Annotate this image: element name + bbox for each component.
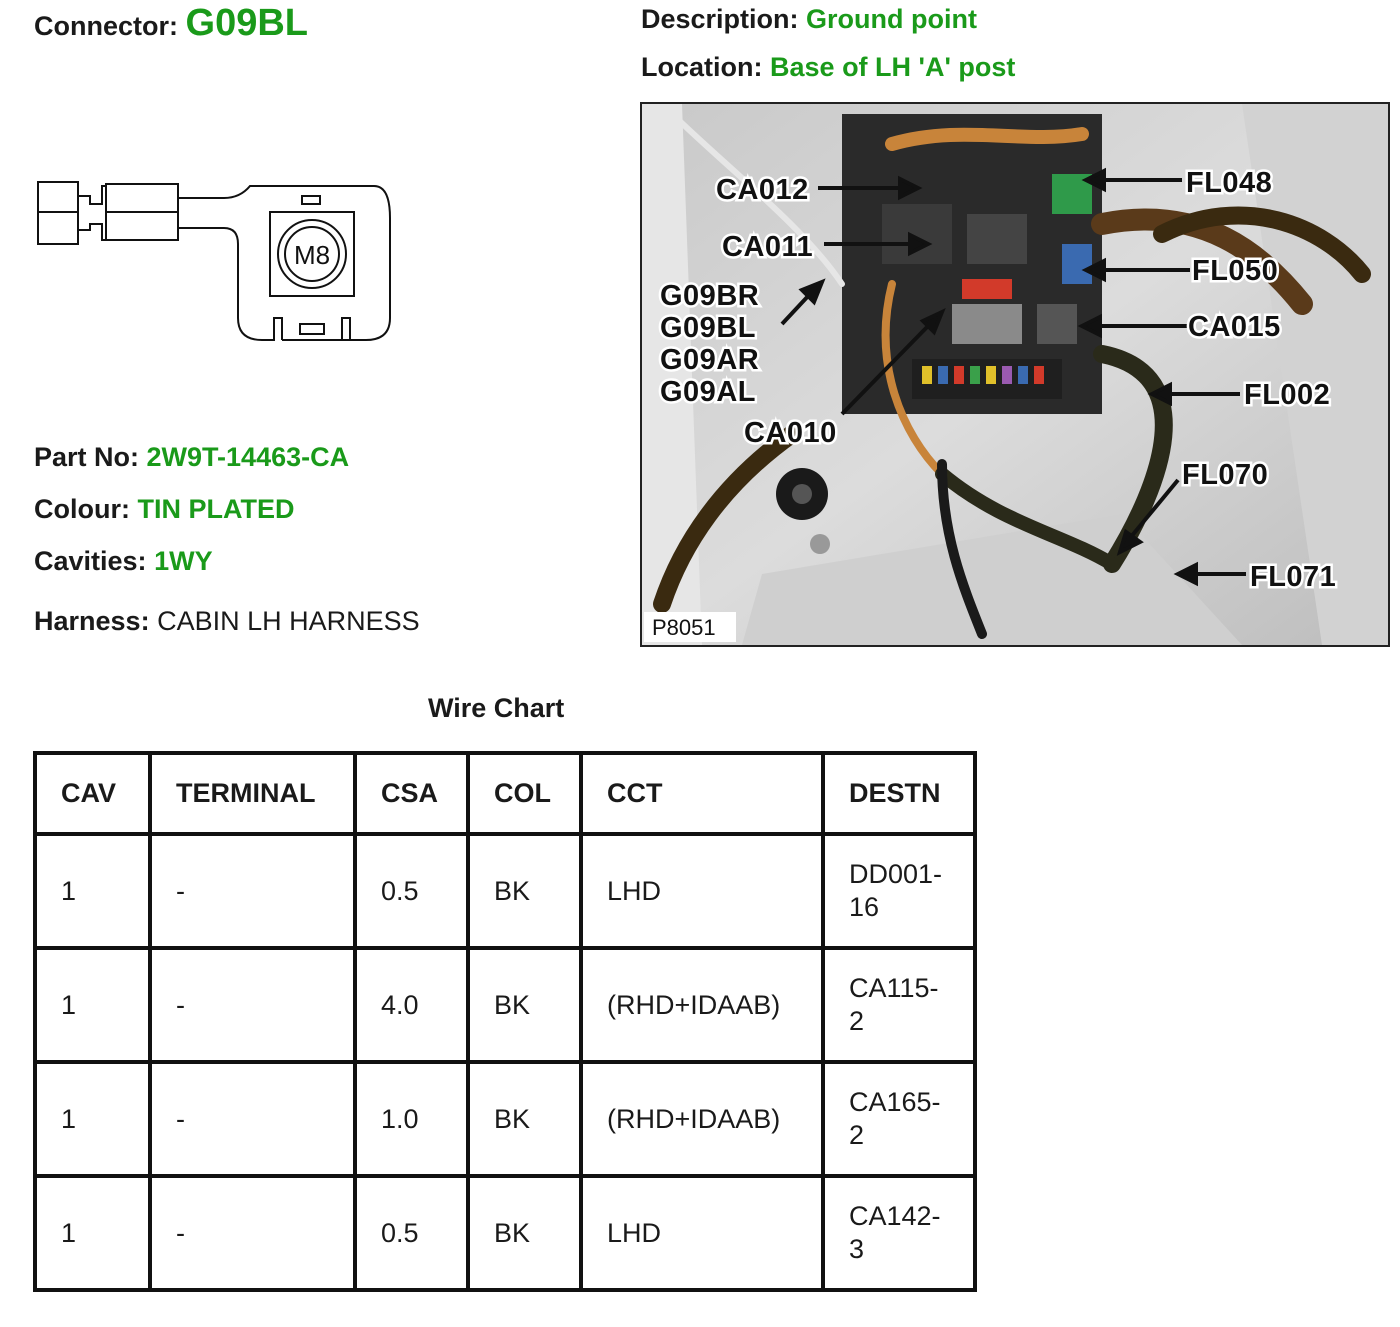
wire-chart-table: CAV TERMINAL CSA COL CCT DESTN 1 - 0.5 B… — [33, 751, 977, 1292]
header-col: COL — [466, 751, 583, 836]
connector-code: G09BL — [185, 2, 308, 44]
cell-csa: 4.0 — [353, 946, 470, 1064]
header-cct: CCT — [579, 751, 825, 836]
cell-terminal: - — [148, 1060, 357, 1178]
harness-value: CABIN LH HARNESS — [157, 606, 420, 636]
destn-line-2: 16 — [849, 892, 880, 922]
callout-fl050: FL050 — [1192, 255, 1278, 287]
cavities-line: Cavities: 1WY — [34, 546, 213, 577]
connector-diagram: M8 — [34, 178, 394, 353]
callout-g09al: G09AL — [660, 376, 756, 408]
destn-line-1: CA142- — [849, 1201, 941, 1231]
connector-label: Connector: — [34, 11, 178, 41]
connector-heading: Connector: G09BL — [34, 2, 308, 45]
cell-col: BK — [466, 946, 583, 1064]
callout-fl071: FL071 — [1250, 561, 1336, 593]
cell-cct: LHD — [579, 832, 825, 950]
destn-line-1: DD001- — [849, 859, 943, 889]
location-label: Location: — [641, 52, 763, 82]
description-line: Description: Ground point — [641, 4, 977, 35]
callout-fl002: FL002 — [1244, 379, 1330, 411]
cell-cav: 1 — [33, 1174, 152, 1292]
callout-ca010: CA010 — [744, 417, 837, 449]
cell-destn: CA142-3 — [821, 1174, 977, 1292]
part-number-label: Part No: — [34, 442, 140, 472]
description-label: Description: — [641, 4, 799, 34]
callout-g09ar: G09AR — [660, 344, 759, 376]
destn-line-2: 2 — [849, 1120, 865, 1150]
cell-csa: 0.5 — [353, 1174, 470, 1292]
callout-fl048: FL048 — [1186, 167, 1272, 199]
table-row: 1 - 1.0 BK (RHD+IDAAB) CA165-2 — [33, 1060, 977, 1178]
callout-ca012: CA012 — [716, 174, 809, 206]
cell-terminal: - — [148, 1174, 357, 1292]
table-header-row: CAV TERMINAL CSA COL CCT DESTN — [33, 751, 977, 836]
cell-destn: CA115-2 — [821, 946, 977, 1064]
harness-line: Harness: CABIN LH HARNESS — [34, 606, 420, 637]
ring-terminal-drawing: M8 — [37, 181, 391, 341]
cell-col: BK — [466, 832, 583, 950]
header-terminal: TERMINAL — [148, 751, 357, 836]
cell-terminal: - — [148, 832, 357, 950]
cell-destn: CA165-2 — [821, 1060, 977, 1178]
callout-ca011: CA011 — [722, 231, 813, 263]
callout-g09bl: G09BL — [660, 312, 756, 344]
photo-illustration: CA012 CA011 G09BR G09BL G09AR G09AL CA01… — [642, 104, 1388, 645]
table-row: 1 - 0.5 BK LHD CA142-3 — [33, 1174, 977, 1292]
location-value: Base of LH 'A' post — [770, 52, 1016, 82]
photo-code: P8051 — [652, 615, 716, 640]
part-number-value: 2W9T-14463-CA — [146, 442, 350, 472]
destn-line-2: 2 — [849, 1006, 865, 1036]
destn-line-1: CA165- — [849, 1087, 941, 1117]
header-cav: CAV — [33, 751, 152, 836]
callout-fl070: FL070 — [1182, 459, 1268, 491]
cavities-label: Cavities: — [34, 546, 147, 576]
cell-cav: 1 — [33, 946, 152, 1064]
description-value: Ground point — [806, 4, 977, 34]
stud-size-label: M8 — [294, 240, 330, 270]
wire-chart-title: Wire Chart — [428, 693, 565, 723]
cell-destn: DD001-16 — [821, 832, 977, 950]
callout-ca015: CA015 — [1188, 311, 1281, 343]
cell-col: BK — [466, 1174, 583, 1292]
part-number-line: Part No: 2W9T-14463-CA — [34, 442, 349, 473]
cell-cct: (RHD+IDAAB) — [579, 946, 825, 1064]
table-row: 1 - 0.5 BK LHD DD001-16 — [33, 832, 977, 950]
header-csa: CSA — [353, 751, 470, 836]
cell-csa: 0.5 — [353, 832, 470, 950]
cell-csa: 1.0 — [353, 1060, 470, 1178]
cell-col: BK — [466, 1060, 583, 1178]
destn-line-1: CA115- — [849, 973, 939, 1003]
callout-g09br: G09BR — [660, 280, 759, 312]
destn-line-2: 3 — [849, 1234, 865, 1264]
cell-terminal: - — [148, 946, 357, 1064]
location-line: Location: Base of LH 'A' post — [641, 52, 1015, 83]
cell-cct: (RHD+IDAAB) — [579, 1060, 825, 1178]
cavities-value: 1WY — [154, 546, 213, 576]
cell-cav: 1 — [33, 832, 152, 950]
harness-label: Harness: — [34, 606, 150, 636]
table-row: 1 - 4.0 BK (RHD+IDAAB) CA115-2 — [33, 946, 977, 1064]
cell-cct: LHD — [579, 1174, 825, 1292]
colour-line: Colour: TIN PLATED — [34, 494, 295, 525]
colour-value: TIN PLATED — [137, 494, 295, 524]
cell-cav: 1 — [33, 1060, 152, 1178]
header-destn: DESTN — [821, 751, 977, 836]
location-photo: CA012 CA011 G09BR G09BL G09AR G09AL CA01… — [640, 102, 1390, 647]
colour-label: Colour: — [34, 494, 130, 524]
